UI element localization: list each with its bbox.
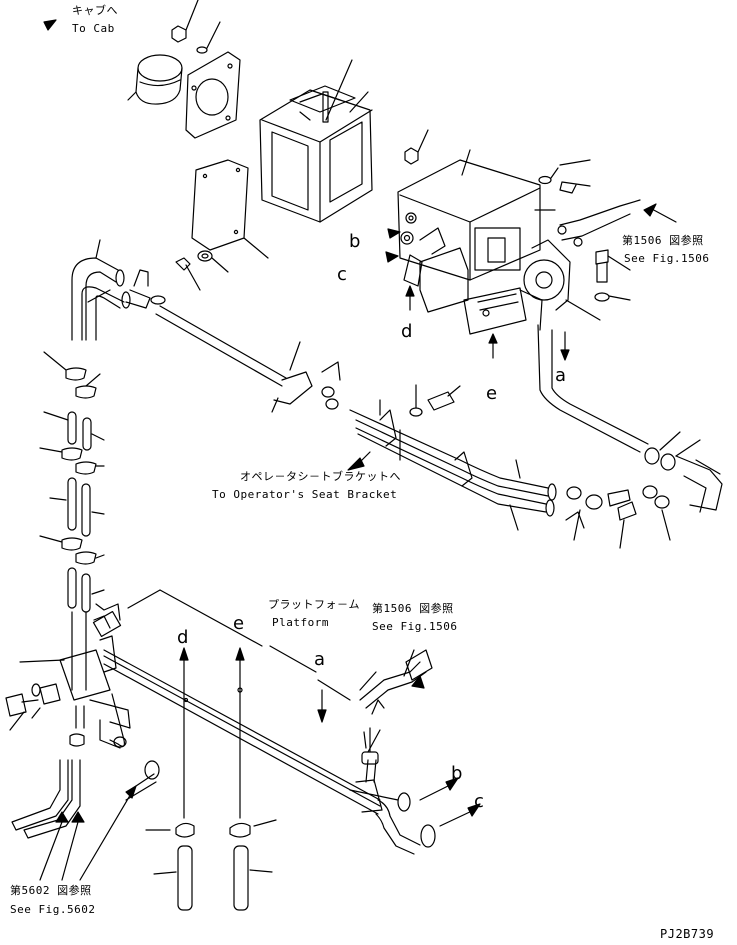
gasket-plate-top xyxy=(185,51,241,139)
arrow-d-top xyxy=(405,285,415,297)
arrow-c-top xyxy=(385,251,399,263)
arrow-fig5602-mid xyxy=(71,811,85,823)
platform-piping xyxy=(5,603,436,855)
arrow-e-bottom xyxy=(235,647,245,661)
fig5602-jp: 第5602 図参照 xyxy=(10,884,92,897)
cover-plate-left xyxy=(191,159,269,259)
hose-left-bend xyxy=(71,239,151,341)
lines-d-e xyxy=(145,659,277,911)
platform-lead-lines xyxy=(127,589,415,753)
marker-b-bottom: b xyxy=(451,763,463,784)
connector-fig1506 xyxy=(359,649,433,753)
fig1506-top-jp: 第1506 図参照 xyxy=(622,234,704,247)
figure-code: PJ2B739 xyxy=(660,927,715,941)
arrow-seat-bracket xyxy=(347,457,365,471)
clamps-right xyxy=(565,485,671,549)
bolt-washer-middle xyxy=(409,384,461,417)
long-pipe-upper xyxy=(155,305,341,413)
bolt-washer-right xyxy=(565,249,631,321)
fig1506-top-en: See Fig.1506 xyxy=(624,252,710,265)
hose-chain-left xyxy=(39,351,105,613)
fig1506-mid-en: See Fig.1506 xyxy=(372,620,458,633)
platform-jp: プラットフォ－ム xyxy=(268,598,360,611)
arrow-e-top xyxy=(488,333,498,344)
marker-d-bottom: d xyxy=(177,627,189,648)
marker-c-top: c xyxy=(337,264,347,285)
arrow-to-cab xyxy=(43,19,57,31)
arrow-fig5602-right xyxy=(125,785,137,799)
arrow-fig1506-mid xyxy=(411,675,425,689)
marker-c-bottom: c xyxy=(474,791,484,812)
hose-right-upper xyxy=(537,324,723,513)
fig5602-en: See Fig.5602 xyxy=(10,903,96,916)
marker-d-top: d xyxy=(401,321,413,342)
marker-b-top: b xyxy=(349,231,361,252)
marker-e-top: e xyxy=(486,383,498,404)
platform-en: Platform xyxy=(272,616,329,629)
small-bolts-top xyxy=(171,0,221,54)
pipes-seat-bracket xyxy=(349,399,557,531)
arrows xyxy=(39,19,677,881)
seat-bracket-jp: オペレ－タシ－トブラケットへ xyxy=(240,470,401,483)
valve-assembly xyxy=(397,129,641,335)
marker-a-top: a xyxy=(555,365,567,386)
marker-a-bottom: a xyxy=(314,649,326,670)
heater-box xyxy=(259,59,373,223)
fig1506-mid-jp: 第1506 図参照 xyxy=(372,602,454,615)
to-cab-jp: キャブへ xyxy=(72,4,118,17)
arrow-d-bottom xyxy=(179,647,189,661)
arrow-a-top xyxy=(560,349,570,361)
marker-e-bottom: e xyxy=(233,613,245,634)
filter-cap xyxy=(127,54,183,105)
clamp-upper xyxy=(133,269,166,305)
seat-bracket-en: To Operator's Seat Bracket xyxy=(212,488,398,501)
arrow-a-bottom xyxy=(317,709,327,723)
to-cab-en: To Cab xyxy=(72,22,115,35)
grommet-bolt xyxy=(175,250,229,291)
arrow-b-top xyxy=(387,228,401,239)
